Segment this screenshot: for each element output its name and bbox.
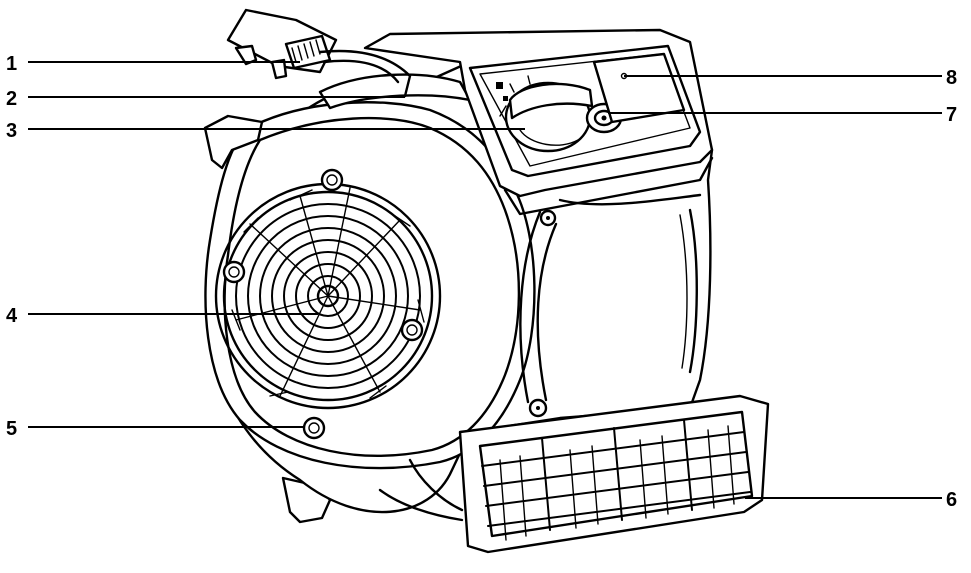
callout-5: 5 [6, 418, 17, 440]
side-bracket [519, 210, 558, 404]
front-grill [214, 168, 442, 440]
rotary-switch [496, 75, 594, 153]
callout-2: 2 [6, 88, 17, 110]
callout-4: 4 [6, 305, 18, 327]
callout-7: 7 [946, 104, 957, 126]
air-outlet [458, 394, 770, 554]
callout-8: 8 [946, 67, 957, 89]
callout-3: 3 [6, 120, 17, 142]
callout-6: 6 [946, 489, 957, 511]
side-panel [558, 193, 702, 374]
housing-lower-curve [378, 458, 464, 522]
callout-numbers: 1 2 3 4 5 6 7 8 [6, 53, 957, 511]
grill-mount-bosses [222, 168, 424, 440]
callout-1: 1 [6, 53, 17, 75]
leader-lines [28, 61, 942, 499]
power-plug [226, 8, 412, 98]
side-screws [528, 209, 557, 418]
control-box-bottom [503, 156, 714, 216]
side-panel-inner [679, 214, 688, 369]
fan-illustration [203, 8, 770, 554]
rating-plate [592, 52, 686, 124]
